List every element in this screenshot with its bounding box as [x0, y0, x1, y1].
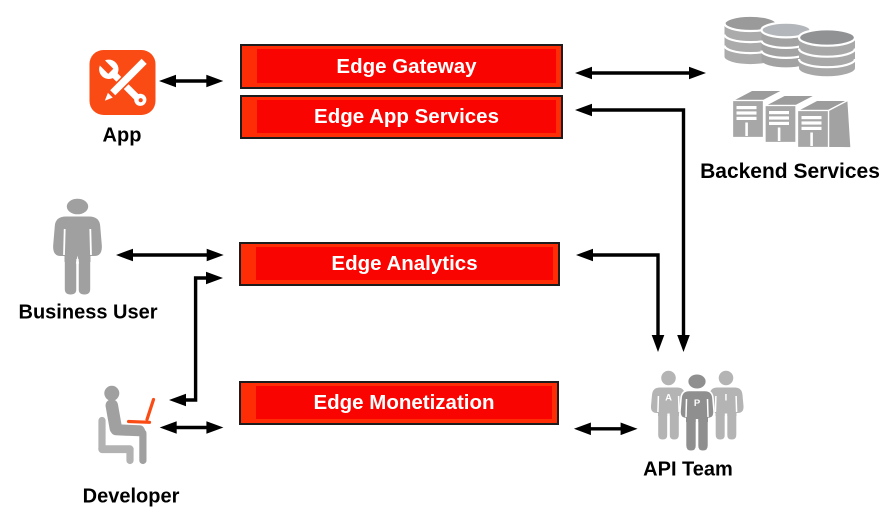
svg-text:A: A	[665, 393, 672, 404]
svg-text:I: I	[725, 393, 728, 404]
svg-text:P: P	[694, 398, 701, 409]
